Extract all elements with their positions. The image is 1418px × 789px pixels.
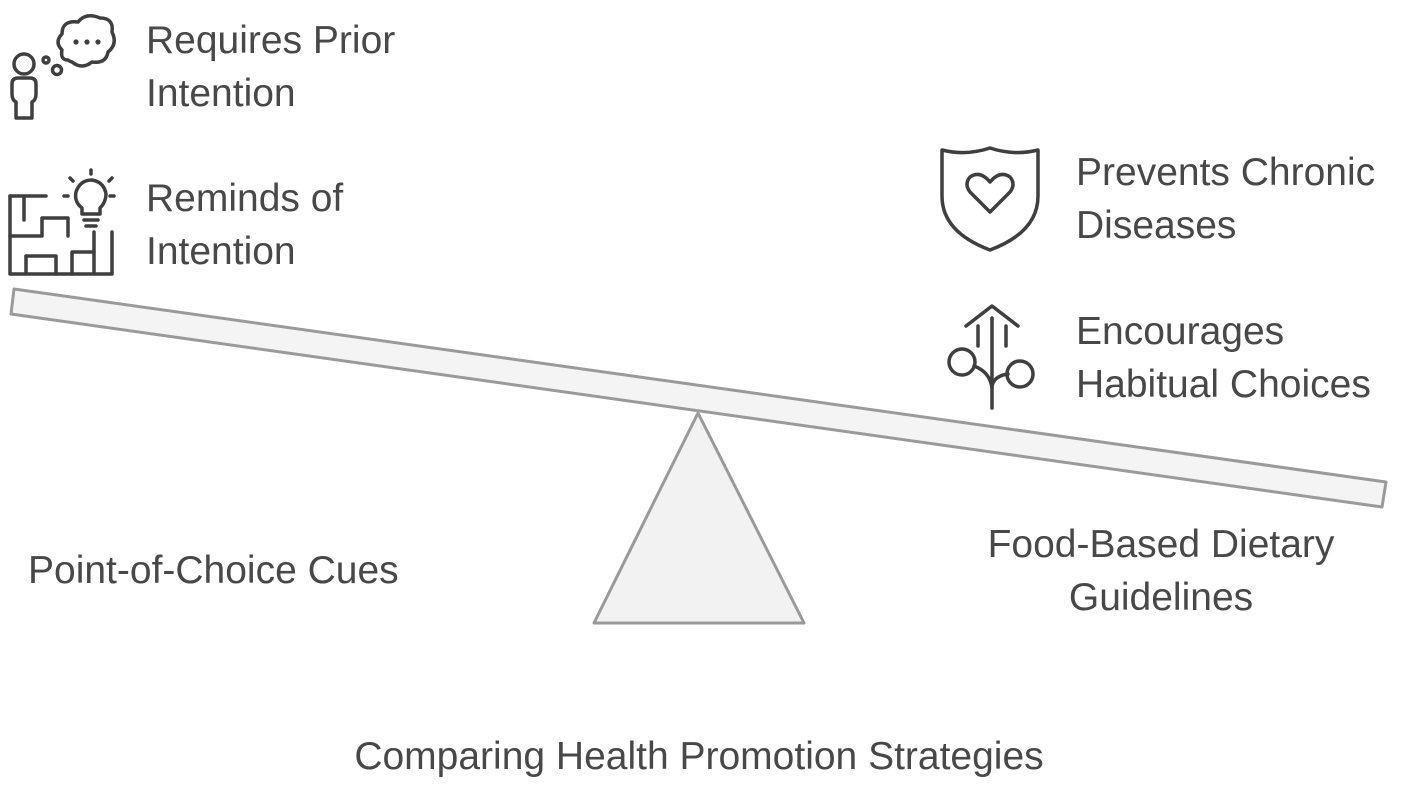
left-item-1-text: Requires Prior Intention [146, 14, 395, 120]
right-side-label-line-1: Food-Based Dietary [987, 523, 1335, 566]
left-item-1-line-1: Requires Prior [146, 19, 396, 62]
right-side-label: Food-Based Dietary Guidelines [966, 518, 1356, 624]
person-thought-bubble-icon [6, 10, 118, 122]
right-item-1-line-1: Prevents Chronic [1076, 151, 1376, 194]
maze-lightbulb-icon [6, 168, 118, 282]
seesaw-beam [9, 287, 1388, 509]
right-item-2-line-2: Habitual Choices [1076, 363, 1371, 406]
right-item-2-line-1: Encourages [1076, 310, 1285, 353]
branching-arrow-icon [944, 302, 1040, 412]
left-side-label: Point-of-Choice Cues [28, 549, 399, 592]
right-item-2-text: Encourages Habitual Choices [1076, 305, 1371, 411]
left-item-2-line-2: Intention [146, 230, 296, 273]
right-item-1-line-2: Diseases [1076, 204, 1237, 247]
left-item-2-line-1: Reminds of [146, 177, 344, 220]
left-item-2-text: Reminds of Intention [146, 172, 343, 278]
right-item-1-text: Prevents Chronic Diseases [1076, 146, 1375, 252]
fulcrum-triangle [592, 411, 806, 625]
shield-heart-icon [940, 146, 1042, 252]
diagram-title: Comparing Health Promotion Strategies [354, 735, 1044, 778]
left-item-1-line-2: Intention [146, 72, 296, 115]
right-side-label-line-2: Guidelines [1068, 576, 1254, 619]
